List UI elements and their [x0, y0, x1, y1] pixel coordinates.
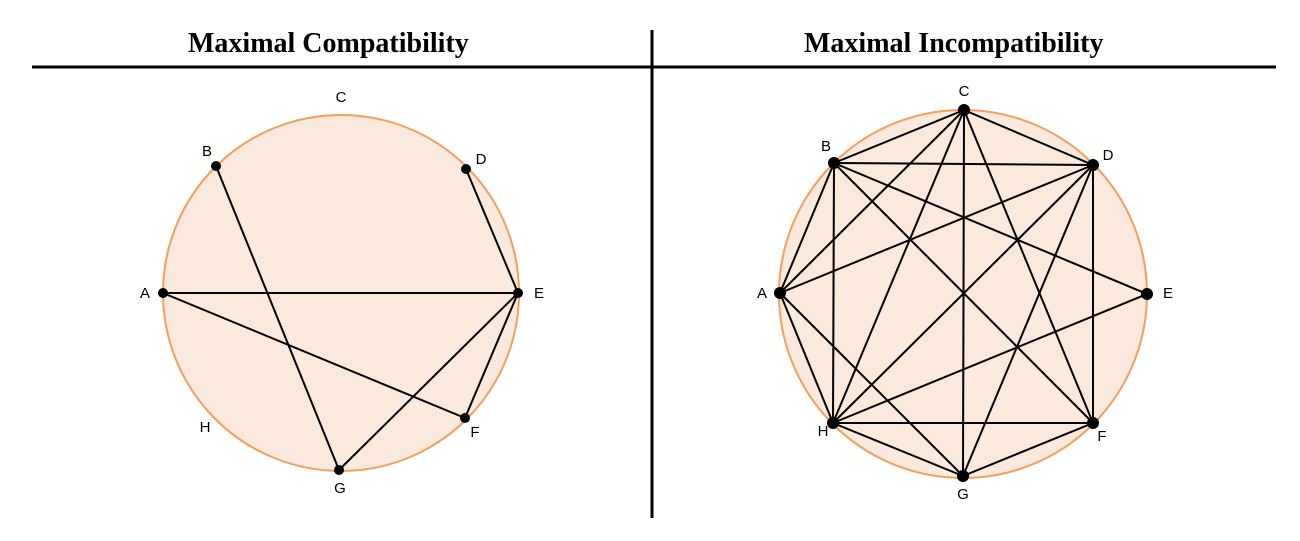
node-label-a: A — [757, 285, 767, 302]
edge-c-d — [963, 109, 1094, 166]
edge-b-e — [833, 162, 1148, 295]
node-label-f: F — [470, 424, 479, 441]
edge-a-b — [779, 162, 835, 294]
node-label-g: G — [957, 486, 969, 503]
compatibility-graph: A B C D E F G H — [140, 89, 544, 497]
node-label-a: A — [140, 285, 150, 302]
node-label-f: F — [1097, 428, 1106, 445]
node-label-e: E — [1163, 285, 1173, 302]
node-label-c: C — [336, 89, 347, 106]
node-label-h: H — [818, 423, 829, 440]
edge-e-f — [464, 292, 519, 419]
node-label-e: E — [534, 285, 544, 302]
node-dot-f — [1087, 417, 1099, 429]
node-label-b: B — [821, 138, 831, 155]
edge-a-d — [779, 164, 1094, 294]
panel-title-left: Maximal Compatibility — [188, 28, 469, 59]
node-dot-e — [513, 288, 523, 298]
node-dot-d — [1087, 159, 1099, 171]
incompatibility-graph: A B C D E F G H — [757, 83, 1173, 503]
node-dot-f — [460, 413, 470, 423]
node-dot-d — [461, 164, 471, 174]
node-dot-g — [334, 465, 344, 475]
node-dot-b — [211, 161, 221, 171]
edge-f-g — [962, 422, 1094, 477]
node-dot-a — [158, 288, 168, 298]
edge-c-h — [832, 109, 965, 424]
edge-b-c — [833, 109, 965, 164]
edge-e-g — [338, 292, 519, 471]
node-dot-a — [774, 287, 786, 299]
edge-d-h — [832, 164, 1094, 424]
node-label-c: C — [959, 83, 970, 100]
edge-d-e — [465, 168, 519, 294]
node-dot-b — [828, 157, 840, 169]
panel-title-right: Maximal Incompatibility — [804, 28, 1104, 59]
node-label-h: H — [200, 419, 211, 436]
edge-d-g — [962, 164, 1094, 477]
edge-g-h — [832, 422, 964, 477]
node-label-d: D — [1103, 147, 1114, 164]
edge-a-f — [162, 292, 466, 419]
node-dot-h — [827, 417, 839, 429]
edge-e-h — [832, 293, 1148, 424]
edge-b-g — [215, 165, 340, 471]
node-dot-c — [958, 104, 970, 116]
edge-a-h — [779, 292, 834, 424]
edge-c-f — [963, 109, 1094, 424]
node-label-b: B — [202, 143, 212, 160]
node-label-d: D — [476, 151, 487, 168]
node-dot-e — [1141, 288, 1153, 300]
node-label-g: G — [334, 480, 346, 497]
edge-b-h — [832, 162, 835, 424]
node-dot-g — [957, 470, 969, 482]
